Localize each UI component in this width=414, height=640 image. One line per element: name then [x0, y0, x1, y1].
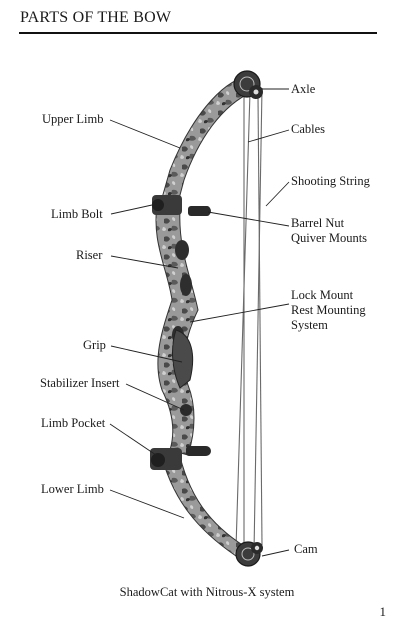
- page-title: PARTS OF THE BOW: [20, 9, 172, 26]
- bow-body: [150, 75, 253, 557]
- label-shooting-string: Shooting String: [291, 174, 370, 188]
- label-lock-mount-line3: System: [291, 318, 328, 332]
- leader-lines: [109, 88, 290, 557]
- label-barrel-nut-line2: Quiver Mounts: [291, 231, 368, 245]
- upper-cam: [233, 70, 263, 99]
- page-number: 1: [379, 604, 387, 619]
- label-limb-pocket: Limb Pocket: [41, 416, 106, 430]
- label-cables: Cables: [291, 122, 326, 136]
- label-upper-limb: Upper Limb: [42, 112, 104, 126]
- label-barrel-nut-line1: Barrel Nut: [291, 216, 345, 230]
- label-lock-mount: Lock Mount Rest Mounting System: [291, 288, 366, 333]
- figure-caption: ShadowCat with Nitrous-X system: [119, 585, 295, 599]
- label-barrel-nut: Barrel Nut Quiver Mounts: [291, 216, 367, 246]
- lower-cam: [235, 541, 263, 567]
- title-rule: [19, 32, 377, 34]
- label-limb-bolt: Limb Bolt: [51, 207, 103, 221]
- label-lock-mount-line1: Lock Mount: [291, 288, 354, 302]
- label-stabilizer-insert: Stabilizer Insert: [40, 376, 120, 390]
- label-grip: Grip: [83, 338, 106, 352]
- label-riser: Riser: [76, 248, 103, 262]
- label-axle: Axle: [291, 82, 316, 96]
- label-lower-limb: Lower Limb: [41, 482, 104, 496]
- bow-strings: [235, 86, 263, 555]
- label-cam: Cam: [294, 542, 318, 556]
- label-lock-mount-line2: Rest Mounting: [291, 303, 366, 317]
